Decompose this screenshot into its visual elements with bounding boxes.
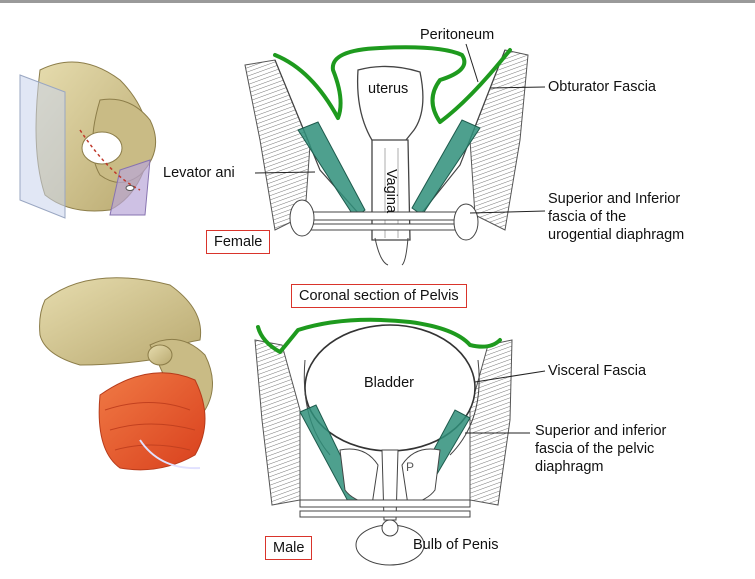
levator-ani-label: Levator ani	[163, 165, 235, 181]
leader-lines	[254, 43, 546, 434]
pelvic-fascia-label: Superior and inferior fascia of the pelv…	[535, 423, 667, 475]
coronal-section-title: Coronal section of Pelvis	[291, 284, 467, 308]
bladder-label: Bladder	[364, 375, 414, 391]
uterus-label: uterus	[368, 81, 409, 97]
peritoneum-label: Peritoneum	[420, 27, 495, 43]
prostate-p-label: P	[406, 460, 415, 474]
vagina-label: Vagina	[383, 168, 400, 214]
male-coronal-section	[254, 317, 513, 566]
obturator-fascia-label: Obturator Fascia	[548, 79, 656, 95]
female-label: Female	[206, 230, 271, 254]
top-divider	[0, 0, 755, 3]
female-coronal-section	[244, 45, 529, 266]
urogenital-fascia-label: Superior and Inferior fascia of the urog…	[548, 191, 685, 243]
male-pelvis-illustration	[39, 277, 213, 471]
visceral-fascia-label: Visceral Fascia	[548, 363, 647, 379]
bulb-of-penis-label: Bulb of Penis	[413, 537, 499, 553]
male-label: Male	[265, 536, 313, 560]
female-pelvis-illustration	[19, 61, 157, 219]
